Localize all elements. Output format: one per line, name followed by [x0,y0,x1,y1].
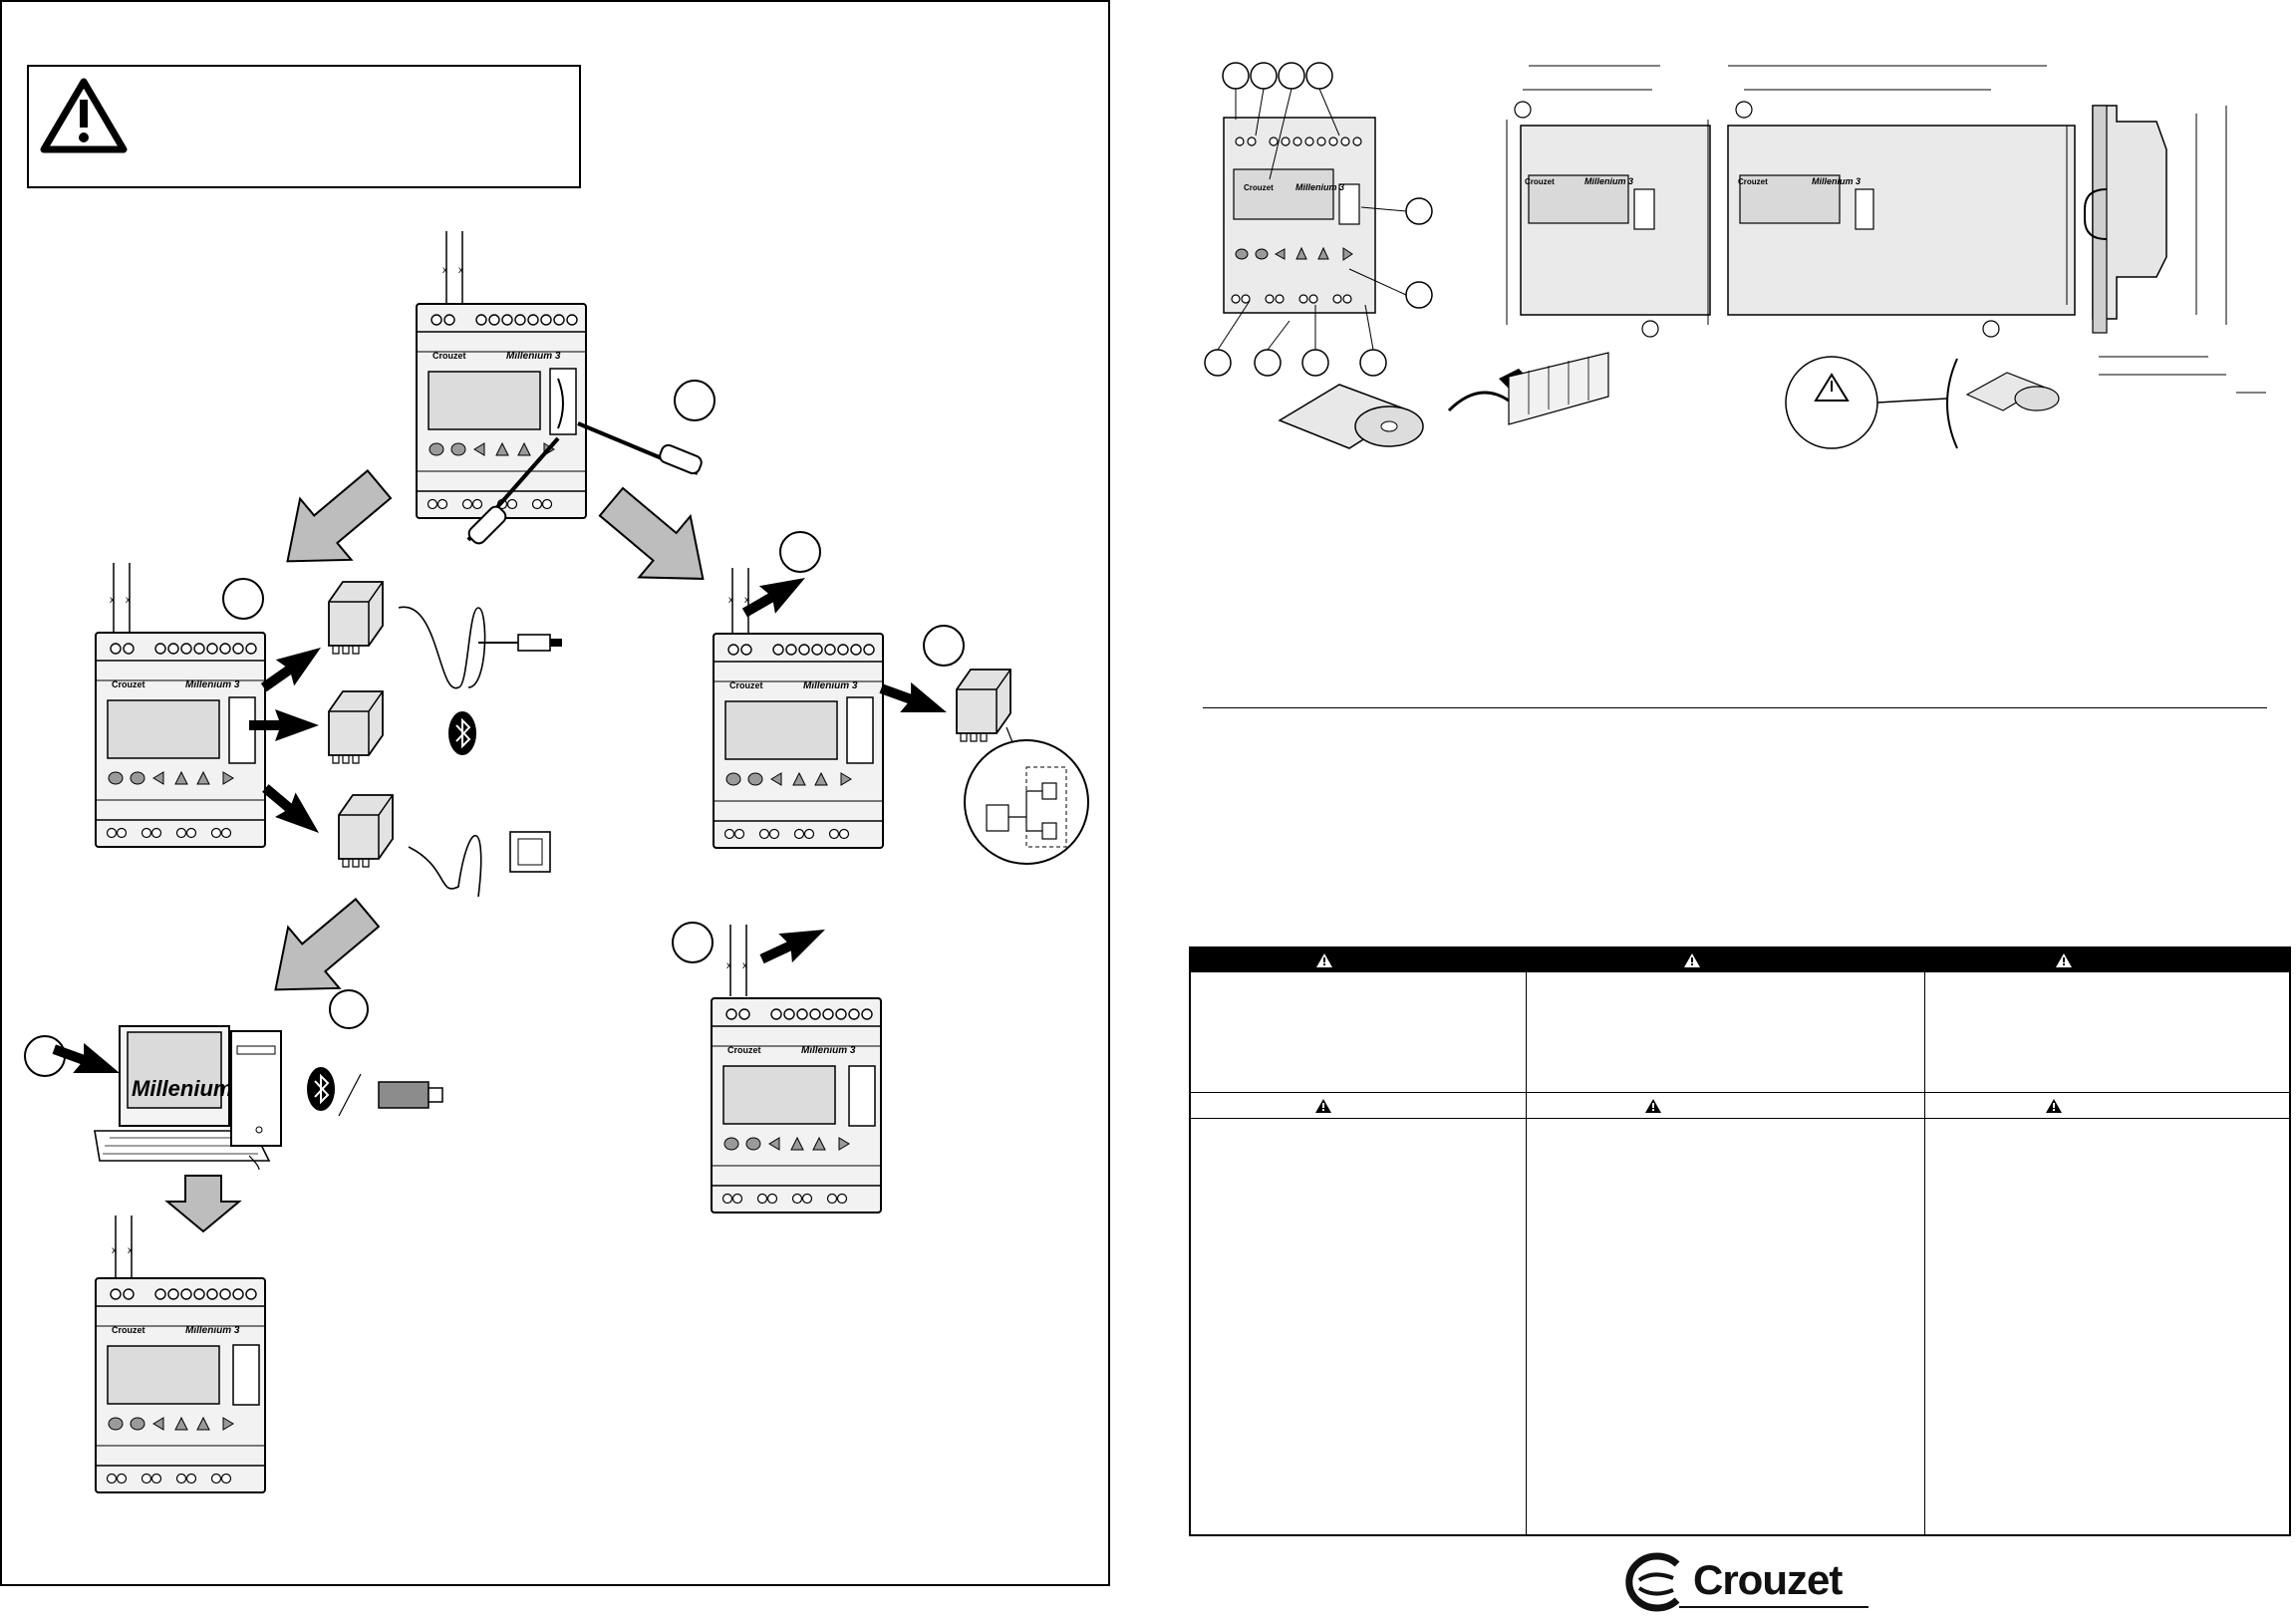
caution-icon-col3 [2046,1099,2062,1113]
device-brand-left: Crouzet [112,679,145,689]
device-brand-front-large: Crouzet [1738,177,1768,186]
device-top-center: x x [416,231,716,545]
dimension-side-view [2066,105,2266,394]
computer-illustration: Millenium 3 [24,989,443,1171]
device-model-bottom-left: Millenium 3 [185,1325,240,1336]
device-right-middle: x x [713,531,1089,865]
caution-icon-col2 [1645,1099,1661,1113]
device-brand-parts: Crouzet [1244,183,1274,192]
crouzet-logo: Crouzet [1619,1550,1868,1614]
device-brand-top: Crouzet [432,351,466,361]
svg-text:x: x [442,265,447,276]
device-model-front-large: Millenium 3 [1812,176,1862,186]
device-parts-diagram [1204,62,1433,377]
svg-text:x: x [112,1245,117,1256]
device-brand-front-small: Crouzet [1525,177,1555,186]
table-column-divider-2 [1924,948,1925,1534]
caution-icon-col1 [1315,1099,1331,1113]
left-instruction-panel [0,0,1110,1586]
table-row-divider-1 [1191,1092,2289,1093]
warning-icon [40,78,128,153]
warning-table [1189,946,2291,1536]
svg-text:x: x [726,960,731,971]
section-divider [1203,707,2267,708]
left-illustrations: x x x x [24,65,1089,1493]
crouzet-logo-text: Crouzet [1693,1556,1843,1603]
table-column-divider-1 [1526,948,1527,1534]
device-brand-bottom-left: Crouzet [112,1325,145,1335]
svg-text:x: x [742,960,747,971]
dimension-front-small [1506,65,1711,338]
svg-text:x: x [128,1245,133,1256]
logo-underline [1679,1606,1868,1608]
warning-icon-col2 [1684,953,1700,967]
device-model-bottom-right: Millenium 3 [801,1045,856,1056]
device-model-front-small: Millenium 3 [1584,176,1634,186]
svg-text:x: x [744,595,749,606]
warning-icon-col3 [2056,953,2072,967]
dimension-drawings [1204,62,2266,449]
table-row-divider-2 [1191,1118,2289,1119]
device-bottom-right: x x [672,915,882,1213]
device-model-left: Millenium 3 [185,679,240,690]
svg-text:x: x [126,595,131,606]
bluetooth-icon-pc [306,1066,336,1112]
cd-rom-icon [1278,352,1609,449]
device-brand-right: Crouzet [729,680,763,690]
svg-text:x: x [458,265,463,276]
device-model-right: Millenium 3 [803,680,858,691]
dimension-front-large [1707,65,2076,449]
warning-icon-col1 [1316,953,1332,967]
svg-text:x: x [728,595,733,606]
usb-plug-icon [378,1081,443,1109]
device-model-parts: Millenium 3 [1295,182,1345,192]
bluetooth-icon [447,710,477,756]
warning-icon-dimensions [1785,356,1878,449]
crouzet-logo-mark-icon [1625,1552,1680,1612]
warning-header-bar [1191,948,2289,972]
device-brand-bottom-right: Crouzet [727,1045,761,1055]
device-bottom-left: x x [95,1215,266,1493]
svg-text:x: x [110,595,115,606]
device-left-middle: x x [95,563,562,898]
device-model-top: Millenium 3 [506,351,561,362]
